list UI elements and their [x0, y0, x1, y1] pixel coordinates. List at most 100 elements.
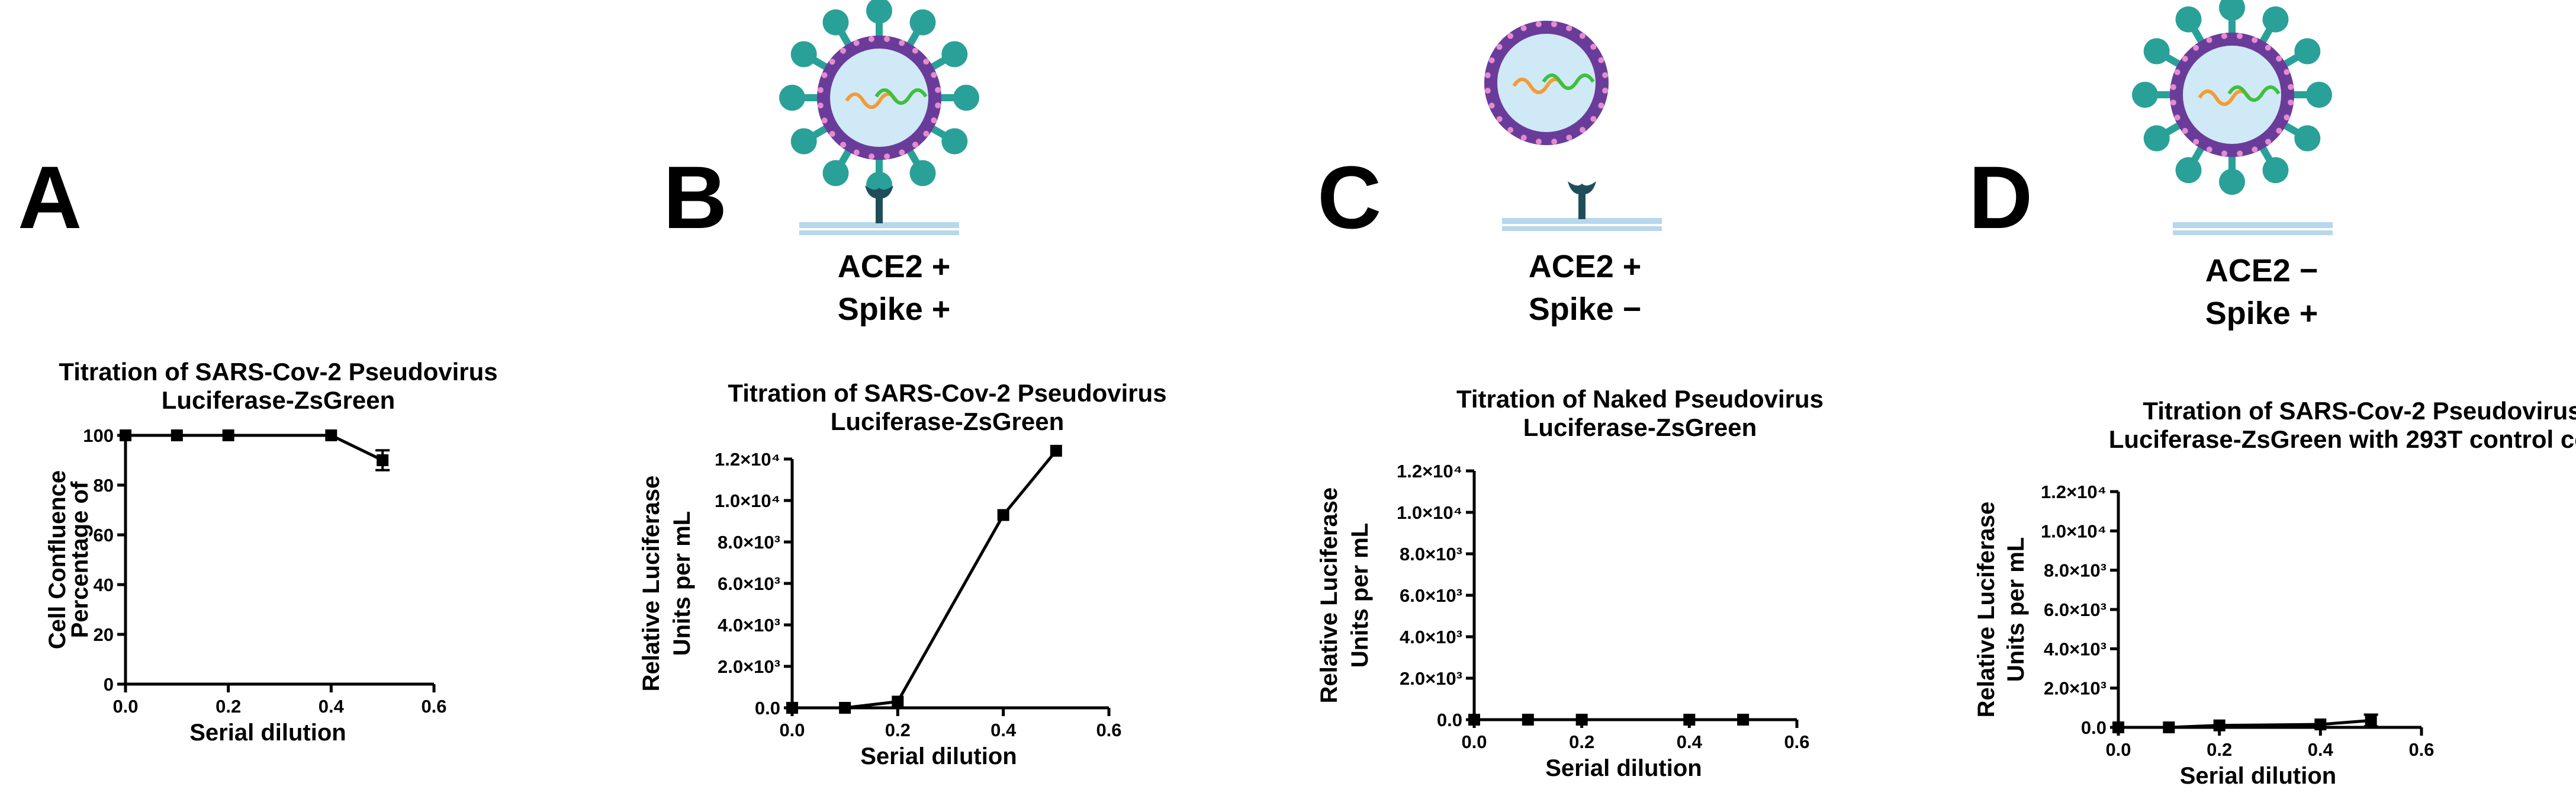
cell-membrane [1502, 218, 1662, 224]
envelope-dot [2221, 150, 2228, 157]
spike-protein-icon [822, 160, 849, 187]
data-point [1468, 714, 1480, 726]
envelope-dot [1579, 127, 1586, 133]
x-axis-label: Serial dilution [1545, 755, 1702, 781]
envelope-dot [2276, 56, 2282, 62]
chart-title-line: Luciferase-ZsGreen [162, 386, 395, 414]
envelope-dot [912, 47, 918, 54]
envelope-dot [817, 87, 824, 94]
chart-title-line: Titration of SARS-Cov-2 Pseudovirus [2143, 397, 2576, 425]
envelope-dot [2265, 44, 2271, 51]
panel-letter: B [663, 147, 727, 247]
y-tick-label: 60 [94, 525, 114, 546]
rna-orange-icon [1512, 78, 1565, 94]
y-tick-label: 2.0×10³ [2044, 678, 2107, 699]
chart-b: Titration of SARS-Cov-2 PseudovirusLucif… [638, 379, 1167, 769]
envelope-dot [1488, 102, 1495, 109]
envelope-dot [1566, 25, 1572, 31]
envelope-dot [935, 86, 941, 93]
envelope-dot [868, 36, 874, 42]
y-tick-label: 8.0×10³ [718, 532, 780, 553]
envelope-dot [2284, 114, 2290, 121]
ace2-receptor-head [1568, 181, 1596, 195]
envelope-dot [821, 72, 828, 78]
x-tick-label: 0.0 [1461, 732, 1487, 752]
chart-d: Titration of SARS-Cov-2 PseudovirusLucif… [1973, 397, 2576, 789]
y-tick-label: 80 [94, 475, 114, 496]
data-point [892, 695, 904, 708]
envelope-dot [2284, 69, 2290, 75]
envelope-dot [912, 142, 918, 148]
y-tick-label: 1.0×10⁴ [715, 490, 780, 511]
envelope-dot [2170, 84, 2176, 91]
envelope-dot [2265, 139, 2271, 145]
viral-core [2183, 46, 2281, 144]
envelope-dot [1507, 127, 1514, 133]
envelope-dot [840, 47, 847, 54]
data-point [1683, 714, 1696, 726]
envelope-dot [1579, 33, 1586, 39]
y-axis-label-line: Units per mL [1347, 523, 1373, 668]
x-tick-label: 0.6 [1096, 720, 1121, 740]
envelope-dot [2221, 33, 2227, 39]
ace2-receptor-icon [876, 194, 883, 223]
x-tick-label: 0.2 [885, 720, 911, 740]
cell-membrane [2173, 222, 2333, 228]
y-tick-label: 4.0×10³ [718, 615, 780, 636]
envelope-dot [1598, 57, 1604, 63]
envelope-dot [1484, 88, 1491, 94]
condition-spike: Spike + [2205, 296, 2318, 331]
envelope-dot [1566, 134, 1572, 141]
spike-protein-icon [790, 41, 817, 68]
data-point [2365, 714, 2377, 727]
data-point [839, 702, 851, 714]
data-point [786, 702, 798, 714]
spike-protein-icon [2262, 6, 2289, 33]
condition-ace2: ACE2 − [2205, 253, 2318, 288]
series-line [126, 434, 384, 462]
spike-protein-icon [953, 85, 979, 111]
panel-a: A Titration of SARS-Cov-2 PseudovirusLuci… [18, 147, 498, 746]
envelope-dot [1602, 87, 1609, 94]
data-point [377, 454, 389, 466]
x-tick-label: 0.0 [112, 696, 138, 717]
y-tick-label: 0.0 [2081, 717, 2107, 738]
y-tick-label: 6.0×10³ [1400, 585, 1462, 606]
envelope-dot [935, 102, 941, 108]
y-tick-label: 1.2×10⁴ [2041, 482, 2107, 502]
envelope-dot [1507, 33, 1514, 39]
x-tick-label: 0.4 [319, 696, 345, 717]
y-tick-label: 0 [104, 674, 114, 695]
x-tick-label: 0.6 [421, 696, 446, 717]
envelope-dot [1496, 116, 1503, 122]
cell-membrane [799, 222, 959, 228]
envelope-dot [2288, 84, 2294, 90]
spike-protein-icon [779, 85, 805, 111]
condition-spike: Spike + [838, 291, 951, 327]
chart-c: Titration of Naked PseudovirusLuciferase… [1316, 385, 1824, 781]
data-point [2314, 718, 2327, 731]
envelope-dot [821, 117, 828, 124]
condition-ace2: ACE2 + [1529, 249, 1642, 284]
y-tick-label: 6.0×10³ [718, 573, 780, 594]
x-tick-label: 0.2 [216, 696, 241, 717]
chart-title-line: Titration of SARS-Cov-2 Pseudovirus [59, 358, 497, 386]
spike-protein-icon [2306, 82, 2332, 108]
data-point [325, 429, 337, 441]
x-tick-label: 0.4 [1677, 732, 1703, 752]
envelope-dot [1484, 72, 1491, 79]
y-axis-label-line: Percentage of [67, 481, 93, 638]
y-tick-label: 0.0 [755, 698, 780, 718]
envelope-dot [1551, 139, 1558, 145]
y-axis-label-line: Relative Luciferase [1316, 487, 1342, 704]
y-tick-label: 2.0×10³ [1400, 668, 1462, 689]
spike-protein-icon [2175, 157, 2202, 184]
spike-protein-icon [2294, 125, 2321, 152]
envelope-dot [840, 142, 847, 148]
spike-protein-icon [909, 9, 936, 36]
data-point [171, 429, 183, 441]
envelope-dot [1488, 57, 1495, 63]
panel-letter: A [18, 147, 82, 247]
